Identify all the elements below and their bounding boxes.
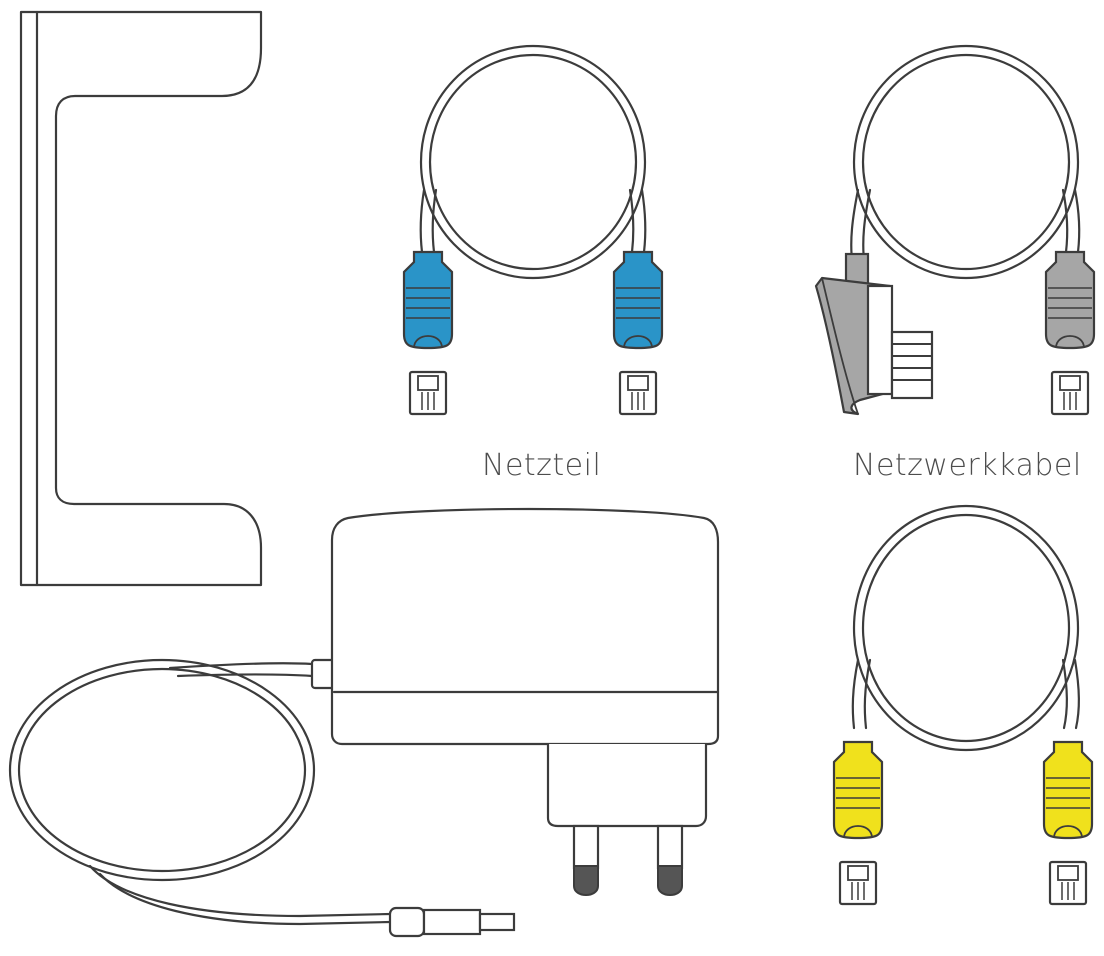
yellow-ethernet-cable-icon xyxy=(832,504,1094,906)
stand-bracket-icon xyxy=(19,10,263,587)
blue-ethernet-cable-icon xyxy=(402,44,664,416)
netzteil-label: Netzteil xyxy=(482,448,602,483)
power-adapter-icon xyxy=(8,507,720,938)
netzwerkkabel-label: Netzwerkkabel xyxy=(853,448,1082,483)
tae-adapter-cable-icon xyxy=(814,44,1096,416)
